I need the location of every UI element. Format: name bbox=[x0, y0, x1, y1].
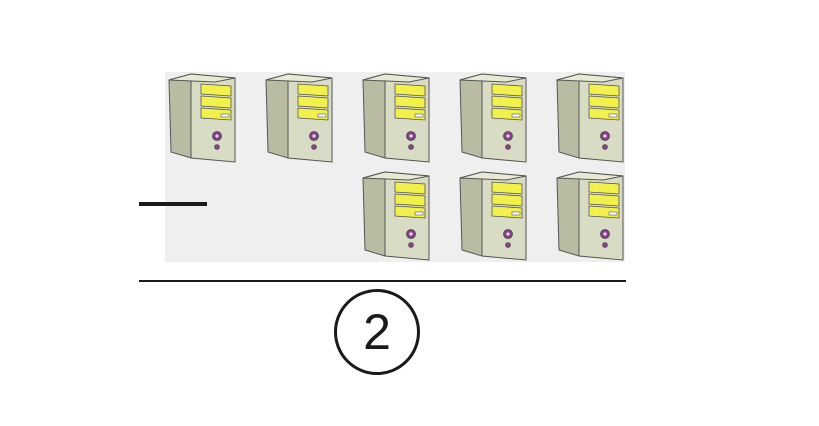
answer-circle: 2 bbox=[334, 289, 420, 375]
computer-tower-icon bbox=[359, 72, 433, 164]
computer-tower-icon bbox=[262, 72, 336, 164]
computer-tower-icon bbox=[553, 170, 627, 262]
computer-tower-icon bbox=[456, 72, 530, 164]
computer-tower-icon bbox=[165, 72, 239, 164]
computer-tower-icon bbox=[456, 170, 530, 262]
computer-tower-icon bbox=[359, 170, 433, 262]
minus-sign bbox=[139, 202, 207, 206]
result-line bbox=[139, 280, 626, 282]
computer-tower-icon bbox=[553, 72, 627, 164]
answer-value: 2 bbox=[363, 304, 391, 360]
